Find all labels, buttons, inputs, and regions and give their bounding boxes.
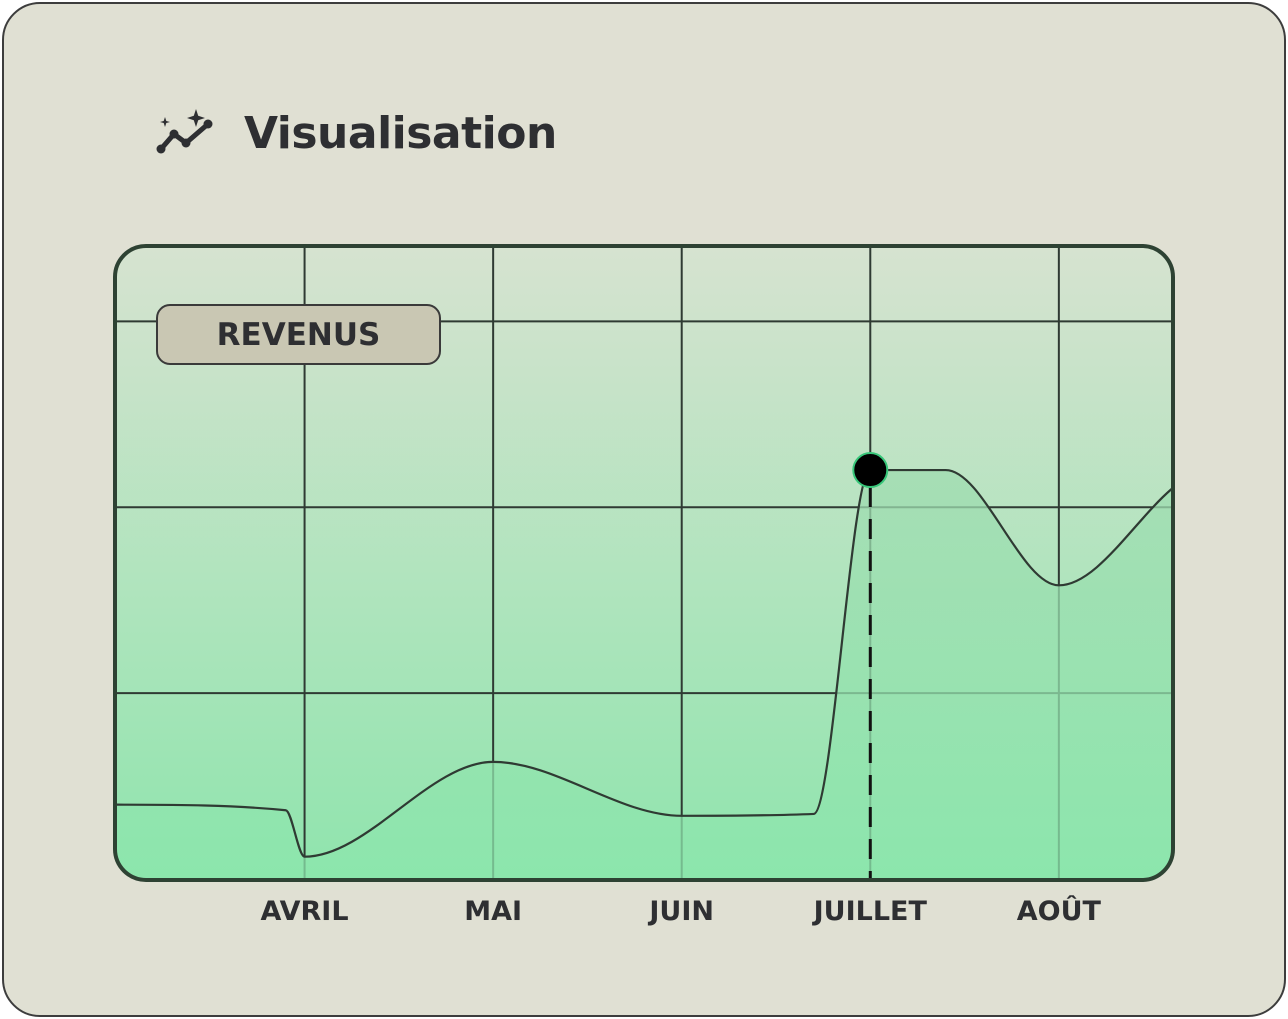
- sparkle-line-chart-icon: [156, 109, 216, 157]
- x-tick-label: MAI: [464, 896, 523, 927]
- x-tick-label: AOÛT: [1016, 896, 1101, 927]
- highlight-point[interactable]: [852, 452, 889, 489]
- x-tick-label: JUILLET: [813, 896, 927, 927]
- series-line: [116, 468, 1172, 858]
- page-title: Visualisation: [244, 107, 557, 159]
- x-tick-label: JUIN: [649, 896, 715, 927]
- card-header: Visualisation: [156, 100, 557, 166]
- series-badge: REVENUS: [156, 304, 441, 365]
- area-fill: [116, 470, 1172, 879]
- x-tick-label: AVRIL: [260, 896, 349, 927]
- plot-frame: [113, 244, 1175, 882]
